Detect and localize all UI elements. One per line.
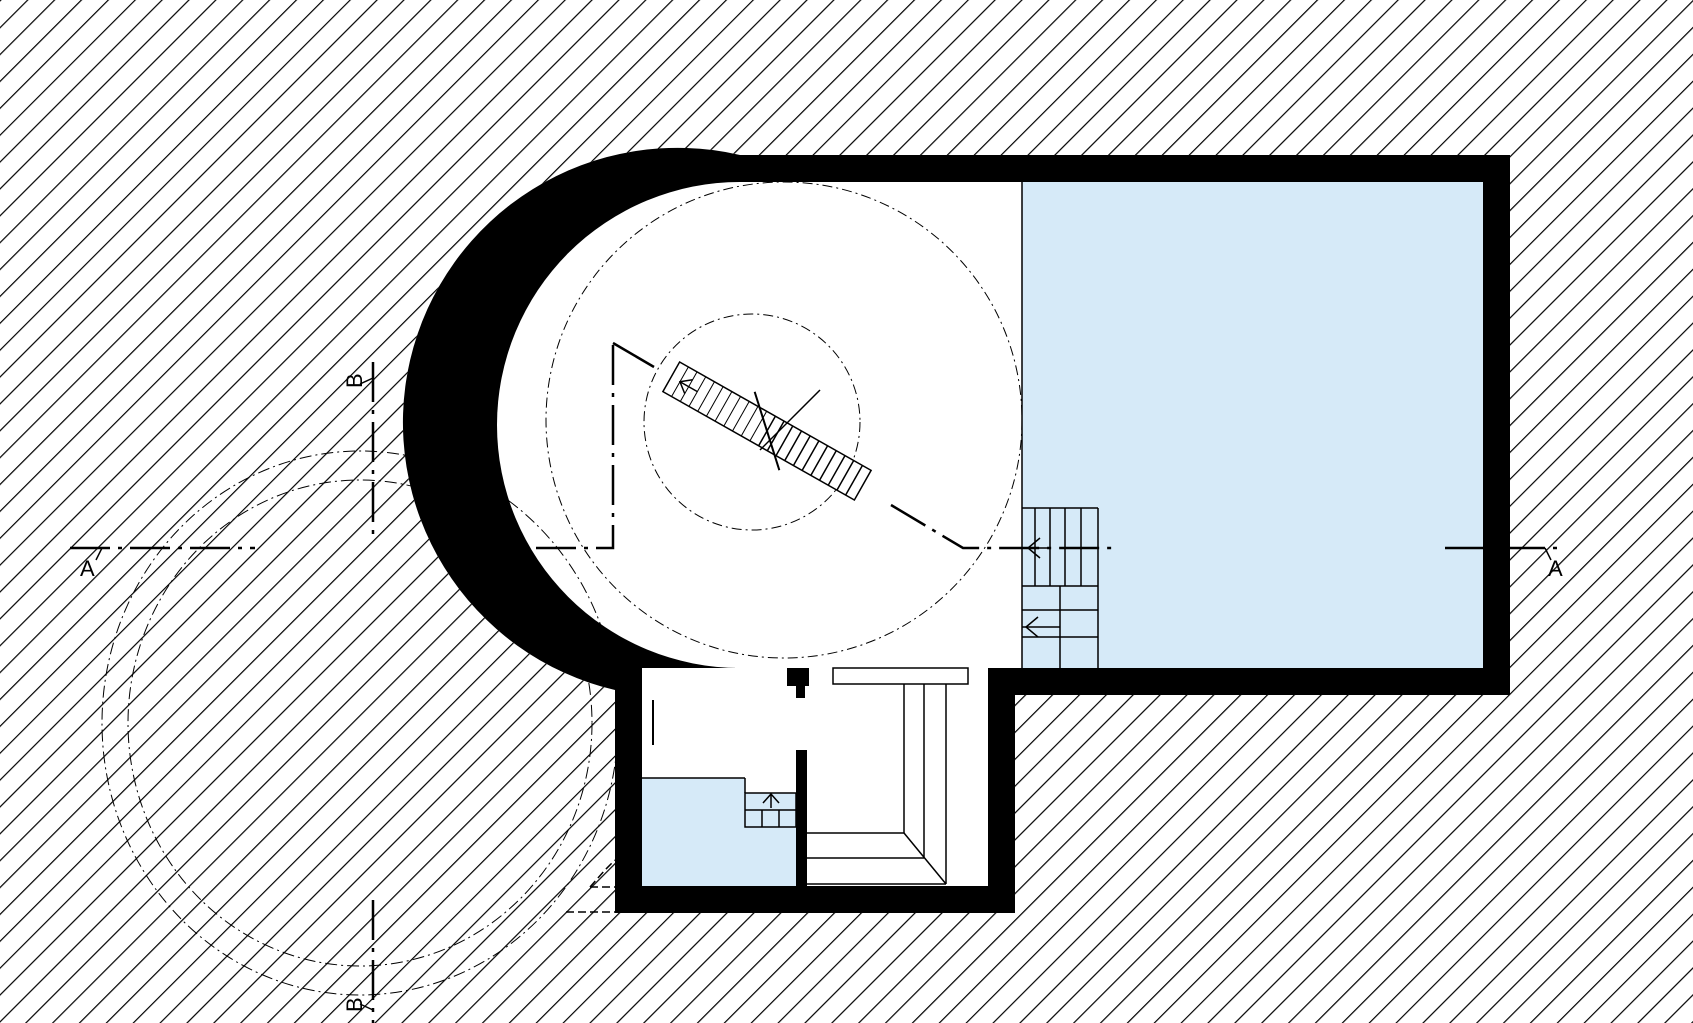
small-pool-steps: [744, 792, 797, 828]
section-b-top-label: B: [342, 373, 367, 388]
section-a-right-label: A: [1548, 556, 1563, 581]
wall-stub: [796, 684, 805, 698]
l-stair: [807, 684, 947, 885]
wall-stub: [787, 668, 809, 686]
stair-opening: [832, 667, 969, 685]
overhead-ellipse: [127, 479, 593, 967]
partition-wall: [796, 750, 807, 886]
overhead-marks: [566, 859, 616, 913]
door-opening: [735, 665, 787, 698]
section-cut-line: [488, 345, 615, 550]
section-a-left-label: A: [80, 556, 95, 581]
small-pool: [642, 778, 796, 886]
section-line-b: [359, 362, 375, 1023]
diagonal-stair: [661, 361, 873, 501]
construction-circle: [545, 181, 1023, 659]
pool-hall-floor: [1022, 182, 1483, 668]
spiral-circle: [643, 313, 861, 531]
overhead-ellipse: [101, 450, 619, 996]
section-line-a: [70, 546, 1560, 561]
section-b-bottom-label: B: [342, 997, 367, 1012]
